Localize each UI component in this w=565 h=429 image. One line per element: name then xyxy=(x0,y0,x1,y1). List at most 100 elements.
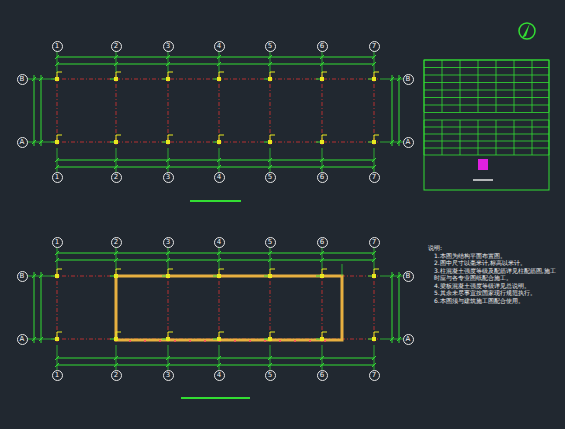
dimension-line xyxy=(57,167,374,168)
axis-label: 5 xyxy=(268,239,272,246)
table-line xyxy=(514,120,515,155)
extension-line xyxy=(57,247,58,270)
column-mark xyxy=(166,77,170,81)
column-mark xyxy=(57,332,58,337)
column-mark xyxy=(372,337,376,341)
axis-label: 7 xyxy=(372,43,376,50)
table-line xyxy=(424,120,549,121)
column-mark xyxy=(110,142,114,143)
column-mark xyxy=(116,72,121,73)
column-mark xyxy=(110,276,114,277)
extension-line xyxy=(322,148,323,172)
axis-label: A xyxy=(20,139,25,146)
column-mark xyxy=(114,140,118,144)
column-mark xyxy=(219,269,224,270)
column-mark xyxy=(322,72,323,77)
column-mark xyxy=(368,276,372,277)
rebar-dot xyxy=(309,340,311,342)
extension-line xyxy=(374,247,375,270)
table-line xyxy=(532,60,533,112)
table-line xyxy=(473,179,493,181)
column-mark xyxy=(162,276,166,277)
column-mark xyxy=(270,269,275,270)
extension-line xyxy=(168,51,169,73)
column-mark xyxy=(51,339,55,340)
axis-bubble: 4 xyxy=(214,370,225,381)
column-mark xyxy=(219,72,220,77)
rebar-dot xyxy=(189,340,191,342)
axis-label: 5 xyxy=(268,43,272,50)
axis-bubble: A xyxy=(17,334,28,345)
extension-line xyxy=(322,345,323,370)
axis-label: A xyxy=(20,336,25,343)
extension-line xyxy=(374,51,375,73)
column-mark xyxy=(320,274,324,278)
axis-bubble: 3 xyxy=(163,370,174,381)
axis-label: B xyxy=(406,76,411,83)
table-line xyxy=(478,60,479,112)
dimension-line xyxy=(57,260,374,261)
column-mark xyxy=(57,269,58,274)
column-mark xyxy=(168,332,173,333)
column-mark xyxy=(322,269,327,270)
axis-label: 6 xyxy=(320,239,324,246)
axis-label: 4 xyxy=(217,239,221,246)
extension-line xyxy=(270,51,271,73)
extension-line xyxy=(380,142,403,143)
extension-line xyxy=(270,148,271,172)
column-mark xyxy=(55,140,59,144)
extension-line xyxy=(374,345,375,370)
axis-bubble: 4 xyxy=(214,172,225,183)
axis-bubble: B xyxy=(403,271,414,282)
column-mark xyxy=(270,135,271,140)
axis-label: 2 xyxy=(114,43,118,50)
rebar-dot xyxy=(174,340,176,342)
extension-line xyxy=(116,345,117,370)
column-mark xyxy=(270,332,271,337)
dimension-line xyxy=(399,75,400,146)
axis-line xyxy=(53,142,378,143)
title-underline xyxy=(190,200,241,202)
table-line xyxy=(424,120,425,155)
column-mark xyxy=(116,135,117,140)
title-block xyxy=(424,60,549,190)
axis-bubble: 1 xyxy=(52,41,63,52)
column-mark xyxy=(217,337,221,341)
table-line xyxy=(424,75,549,76)
extension-line xyxy=(322,247,323,270)
column-mark xyxy=(114,337,118,341)
column-mark xyxy=(57,135,62,136)
rebar-dot xyxy=(129,340,131,342)
extension-line xyxy=(270,345,271,370)
extension-line xyxy=(342,264,343,276)
table-line xyxy=(549,120,550,155)
column-mark xyxy=(219,269,220,274)
column-mark xyxy=(55,274,59,278)
column-mark xyxy=(55,337,59,341)
column-mark xyxy=(268,274,272,278)
axis-label: 1 xyxy=(55,372,59,379)
axis-bubble: 2 xyxy=(111,370,122,381)
dimension-line xyxy=(57,253,374,254)
table-line xyxy=(478,120,479,155)
axis-bubble: B xyxy=(403,74,414,85)
beam-outline xyxy=(116,276,342,340)
table-line xyxy=(496,120,497,155)
column-mark xyxy=(374,269,375,274)
column-mark xyxy=(213,79,217,80)
extension-line xyxy=(380,276,403,277)
table-line xyxy=(460,120,461,155)
axis-label: 5 xyxy=(268,174,272,181)
extension-line xyxy=(27,276,51,277)
note-line: 6.本图须与建筑施工图配合使用。 xyxy=(428,297,556,305)
extension-line xyxy=(27,142,51,143)
column-mark xyxy=(270,332,275,333)
column-mark xyxy=(270,72,271,77)
axis-label: 1 xyxy=(55,239,59,246)
column-mark xyxy=(166,140,170,144)
north-arrow xyxy=(519,23,535,39)
axis-label: B xyxy=(406,273,411,280)
table-line xyxy=(424,155,549,156)
column-mark xyxy=(162,142,166,143)
